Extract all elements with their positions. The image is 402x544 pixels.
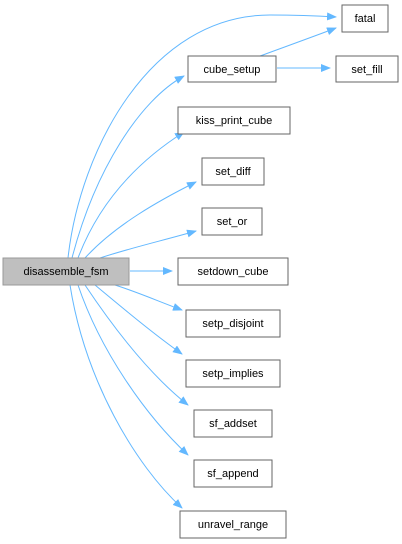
node-fatal[interactable]: fatal <box>341 4 389 33</box>
node-sf-append[interactable]: sf_append <box>193 459 273 488</box>
node-label: unravel_range <box>198 519 268 531</box>
edge-root-fatal <box>67 12 337 259</box>
edge-root-setp-implies <box>94 284 183 355</box>
node-label: set_or <box>217 216 248 228</box>
node-label: cube_setup <box>204 64 261 76</box>
node-disassemble-fsm[interactable]: disassemble_fsm <box>2 257 130 286</box>
edge-cube-setup-fatal <box>259 27 337 57</box>
nodes-layer: disassemble_fsm fatal cube_setup set_fil… <box>2 4 399 539</box>
edges-layer <box>67 12 337 509</box>
node-label: sf_addset <box>209 418 257 430</box>
node-set-diff[interactable]: set_diff <box>201 157 265 186</box>
node-label: setp_implies <box>202 368 264 380</box>
edge-root-unravel-range <box>69 284 183 509</box>
node-label: fatal <box>355 13 376 25</box>
node-label: setdown_cube <box>198 266 269 278</box>
edge-root-kiss-print-cube <box>77 131 185 259</box>
node-kiss-print-cube[interactable]: kiss_print_cube <box>177 106 291 135</box>
edge-root-setp-disjoint <box>114 284 183 311</box>
node-label: disassemble_fsm <box>24 266 109 278</box>
node-set-or[interactable]: set_or <box>201 207 263 236</box>
node-label: kiss_print_cube <box>196 115 272 127</box>
edge-root-set-diff <box>84 181 197 259</box>
node-cube-setup[interactable]: cube_setup <box>187 55 277 83</box>
edge-root-cube-setup <box>71 75 185 259</box>
node-label: sf_append <box>207 468 258 480</box>
node-setdown-cube[interactable]: setdown_cube <box>177 257 289 286</box>
node-label: set_fill <box>351 64 382 76</box>
node-label: setp_disjoint <box>202 318 263 330</box>
node-setp-disjoint[interactable]: setp_disjoint <box>185 309 281 338</box>
edge-root-sf-addset <box>84 284 189 406</box>
edge-root-sf-append <box>77 284 189 456</box>
edge-root-set-or <box>99 229 197 259</box>
node-set-fill[interactable]: set_fill <box>335 55 399 83</box>
node-label: set_diff <box>215 166 251 178</box>
node-setp-implies[interactable]: setp_implies <box>185 359 281 388</box>
node-unravel-range[interactable]: unravel_range <box>179 510 287 539</box>
node-sf-addset[interactable]: sf_addset <box>193 409 273 438</box>
